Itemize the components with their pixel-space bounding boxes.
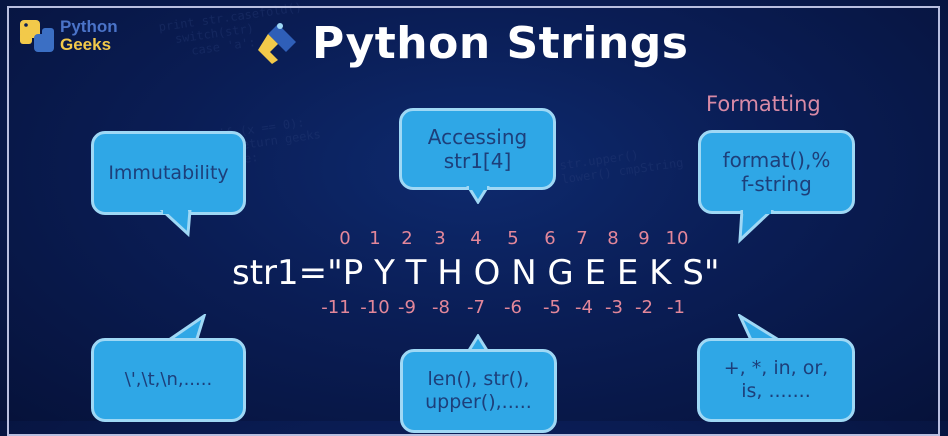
bubble-escape-sequences: \',\t,\n,..... [91,338,246,422]
index-positive: 0 [339,228,351,249]
logo-text-python: Python [60,17,118,36]
bubble-formatting-line2: f-string [741,172,812,196]
background-code-texture: str.upper() lower() cmpString [558,147,685,187]
formatting-label: Formatting [706,92,821,116]
index-positive: 8 [607,228,619,249]
page-title: Python Strings [256,17,689,69]
index-negative: -1 [667,297,685,318]
bubble-accessing-line1: Accessing [427,125,528,149]
index-negative: -6 [504,297,522,318]
pythongeeks-logo: Python Geeks [18,14,128,60]
bubble-methods: len(), str(), upper(),..... [400,349,557,433]
index-positive: 3 [434,228,446,249]
index-positive: 2 [401,228,413,249]
index-positive: 9 [638,228,650,249]
bubble-tail [466,186,490,204]
diamond-logo-icon [258,23,296,64]
bubble-accessing-line2: str1[4] [443,149,512,173]
index-negative: -2 [635,297,653,318]
index-negative: -8 [432,297,450,318]
positive-index-row: 0 1 2 3 4 5 6 7 8 9 10 [0,228,948,250]
index-negative: -11 [321,297,351,318]
bubble-operators: +, *, in, or, is, ....... [697,338,855,422]
bubble-methods-line2: upper(),..... [425,391,532,413]
bubble-escape-text: \',\t,\n,..... [124,369,213,391]
bubble-tail [738,210,774,244]
index-negative: -10 [360,297,390,318]
index-positive: 6 [544,228,556,249]
index-negative: -4 [575,297,593,318]
logo-text-geeks: Geeks [60,35,112,54]
index-positive: 7 [576,228,588,249]
index-positive: 10 [665,228,689,249]
bubble-tail [160,210,192,238]
bubble-operators-line1: +, *, in, or, [723,357,829,380]
bubble-operators-line2: is, ....... [741,380,811,402]
example-string-code: str1="P Y T H O N G E E K S" [232,253,720,293]
index-positive: 4 [470,228,482,249]
bubble-methods-line1: len(), str(), [427,368,530,391]
negative-index-row: -11 -10 -9 -8 -7 -6 -5 -4 -3 -2 -1 [0,297,948,319]
bubble-immutability-text: Immutability [108,161,229,184]
bubble-formatting-line1: format(),% [722,148,831,172]
index-positive: 5 [507,228,519,249]
index-negative: -3 [605,297,623,318]
bubble-formatting: format(),% f-string [698,130,855,214]
bubble-immutability: Immutability [91,131,246,215]
python-logo-icon [20,20,54,52]
index-negative: -7 [467,297,485,318]
index-positive: 1 [369,228,381,249]
index-negative: -9 [398,297,416,318]
index-negative: -5 [543,297,561,318]
title-text: Python Strings [312,17,689,69]
bubble-accessing: Accessing str1[4] [399,108,556,190]
